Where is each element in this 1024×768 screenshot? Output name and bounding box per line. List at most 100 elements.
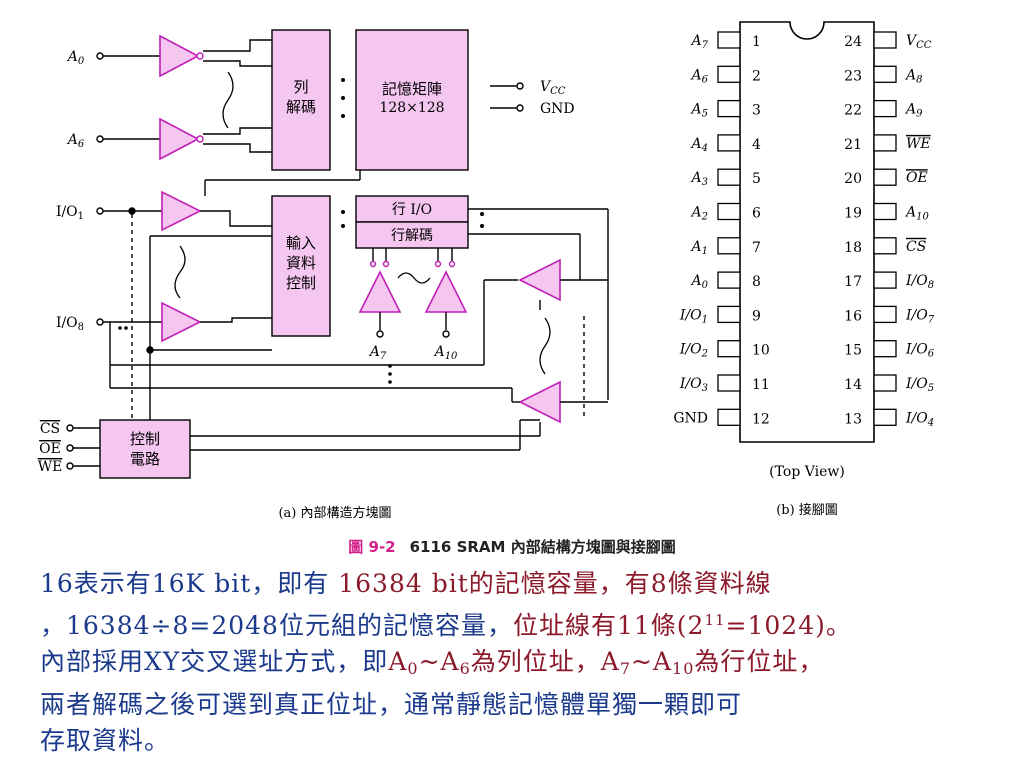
pin-number: 8 <box>752 274 761 290</box>
memory-array-line2: 128×128 <box>379 100 444 116</box>
pin-16: 16 I/O7 <box>844 305 935 325</box>
pin-9: 9 I/O1 <box>679 305 761 325</box>
pin-number: 22 <box>844 103 862 119</box>
io-buffer-1 <box>96 190 272 232</box>
pin-label: A8 <box>904 67 923 85</box>
label-a10: A10 <box>433 344 458 362</box>
label-a0: A0 <box>66 49 85 67</box>
row-decoder-line1: 列 <box>293 78 308 96</box>
col-buffer-a7 <box>358 248 402 338</box>
pin-label: I/O2 <box>679 342 708 360</box>
pin-number: 11 <box>752 377 770 393</box>
top-view-label: (Top View) <box>769 464 845 480</box>
input-control-line3: 控制 <box>286 274 316 292</box>
memory-array-block <box>355 29 469 171</box>
pin-label: I/O5 <box>905 376 934 394</box>
pin-number: 9 <box>752 308 761 324</box>
subcaption-a: (a) 內部構造方塊圖 <box>278 505 391 521</box>
output-buffer-bottom <box>511 380 608 437</box>
pin-number: 23 <box>844 68 862 84</box>
label-a6: A6 <box>66 132 85 150</box>
column-io-block <box>355 195 469 223</box>
figure-caption: 圖 9-2 6116 SRAM 內部結構方塊圖與接腳圖 <box>0 536 1024 557</box>
input-control-line1: 輸入 <box>286 234 316 252</box>
column-io-label: 行 I/O <box>392 202 432 218</box>
label-io1: I/O1 <box>56 204 84 222</box>
ic-package <box>739 21 875 443</box>
pin-number: 24 <box>844 34 862 50</box>
pin-11: 11 I/O3 <box>679 374 770 394</box>
pin-label: I/O8 <box>905 273 934 291</box>
pin-label: A1 <box>690 239 709 257</box>
pin-number: 13 <box>844 411 862 427</box>
text-line-4: 兩者解碼之後可選到真正位址，通常靜態記憶體單獨一顆即可 <box>40 690 743 719</box>
pin-label: I/O1 <box>679 307 708 325</box>
pin-number: 16 <box>844 308 862 324</box>
text-line-3: 內部採用XY交叉選址方式，即A0~A6為列位址，A7~A10為行位址， <box>40 647 825 678</box>
label-a7: A7 <box>368 344 387 362</box>
column-decoder-label: 行解碼 <box>391 228 433 244</box>
label-cs: CS <box>40 421 60 437</box>
sram-figure: A0 A6 I/O1 I/O8 CS OE WE 列 解碼 記憶矩陣 128×1… <box>38 21 935 521</box>
pin-label: WE <box>906 136 931 152</box>
pin-number: 1 <box>752 34 761 50</box>
pin-number: 20 <box>844 171 862 187</box>
address-buffer-a0 <box>96 34 272 78</box>
pin-number: 3 <box>752 103 761 119</box>
pin-label: A7 <box>690 33 709 51</box>
pin-22: 22 A9 <box>844 99 923 120</box>
pin-number: 10 <box>752 343 770 359</box>
label-vcc: VCC <box>540 79 566 97</box>
pin-number: 14 <box>844 377 862 393</box>
pin-label: A9 <box>904 102 923 120</box>
pin-label: A0 <box>690 273 709 291</box>
pin-number: 5 <box>752 171 761 187</box>
pin-number: 6 <box>752 206 761 222</box>
address-buffer-a6 <box>96 117 272 161</box>
control-circuit-line1: 控制 <box>130 430 160 448</box>
pin-20: 20 OE <box>844 168 928 187</box>
label-io8: I/O8 <box>56 315 84 333</box>
pin-label: A5 <box>690 102 709 120</box>
pin-label: I/O7 <box>905 307 935 325</box>
pin-21: 21 WE <box>844 134 931 153</box>
pin-label: A2 <box>690 205 709 223</box>
label-oe: OE <box>39 441 61 457</box>
pin-number: 18 <box>844 240 862 256</box>
pin-13: 13 I/O4 <box>844 408 934 428</box>
pin-number: 7 <box>752 240 761 256</box>
input-control-line2: 資料 <box>286 254 316 272</box>
control-circuit-block <box>99 419 191 479</box>
block-diagram <box>66 29 609 479</box>
explanation-text: 16表示有16K bit，即有 16384 bit的記憶容量，有8條資料線 ，1… <box>40 566 1010 759</box>
output-buffer-top <box>110 258 608 366</box>
figure-number: 圖 9-2 <box>348 538 396 556</box>
pin-15: 15 I/O6 <box>844 340 935 360</box>
pin-label: A6 <box>690 67 709 85</box>
pin-label: I/O3 <box>679 376 708 394</box>
memory-array-line1: 記憶矩陣 <box>382 80 442 98</box>
pin-10: 10 I/O2 <box>679 340 770 360</box>
pin-label: GND <box>673 410 708 426</box>
pin-label: A3 <box>690 170 709 188</box>
pin-14: 14 I/O5 <box>844 374 934 394</box>
pin-label: I/O6 <box>905 342 935 360</box>
pin-number: 4 <box>752 137 761 153</box>
pin-number: 21 <box>844 137 862 153</box>
pin-number: 17 <box>844 274 862 290</box>
pinout-diagram: 1A72A63A54A45A36A27A18A09I/O110I/O211I/O… <box>673 21 935 518</box>
pin-number: 2 <box>752 68 761 84</box>
pin-label: OE <box>906 170 928 186</box>
pin-number: 15 <box>844 343 862 359</box>
text-line-2: ，16384÷8=2048位元組的記憶容量，位址線有11條(211=1024)。 <box>40 611 852 640</box>
pin-label: I/O4 <box>905 410 934 428</box>
input-data-control-block <box>271 195 331 337</box>
col-buffer-a10 <box>424 248 468 338</box>
row-decoder-line2: 解碼 <box>286 98 316 116</box>
figure-title: 6116 SRAM 內部結構方塊圖與接腳圖 <box>409 538 676 556</box>
control-circuit-line2: 電路 <box>130 450 160 468</box>
